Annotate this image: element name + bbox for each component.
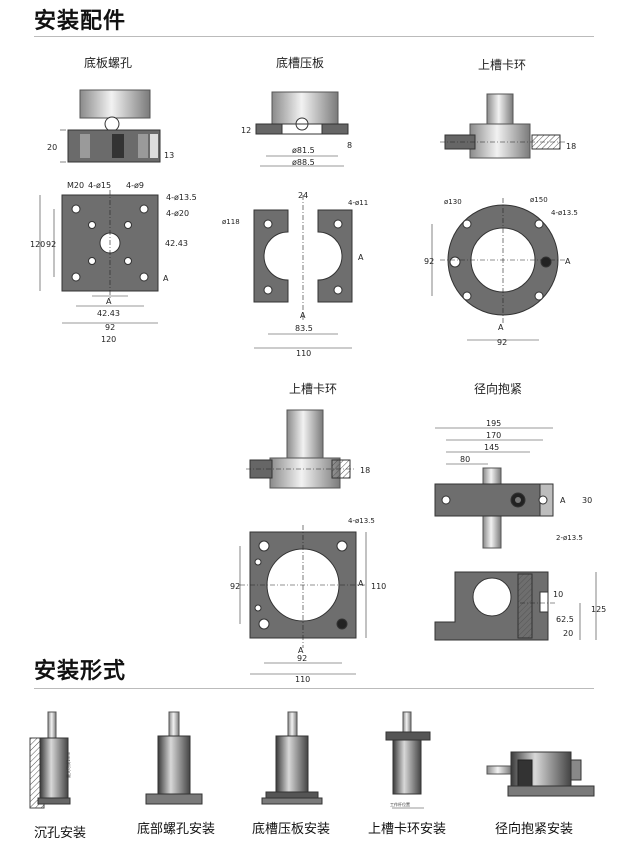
- base-screw-plan-view: M20 4-ø15 4-ø9 4-ø13.5 4-ø20 120 92 42.4…: [30, 181, 197, 344]
- dim-base-r4243: 42.43: [165, 239, 188, 248]
- dim-base-holes9: 4-ø9: [126, 181, 144, 190]
- dim-radial-w145: 145: [484, 443, 499, 452]
- dim-base-holes135: 4-ø13.5: [166, 193, 197, 202]
- dim-groove-d118: ø118: [222, 218, 240, 226]
- dim-base-sec-r: A: [163, 274, 169, 283]
- dim-radial-w170: 170: [486, 431, 501, 440]
- dim-base-h120: 120: [30, 240, 45, 249]
- mount-groove-plate-label: 底槽压板安装: [251, 822, 331, 837]
- dim-radial-w195: 195: [486, 419, 501, 428]
- radial-clamp-label: 径向抱紧: [473, 382, 523, 396]
- dim-base-b120: 120: [101, 335, 116, 344]
- dim-radial-r30: 30: [582, 496, 592, 505]
- dim-groove-top24: 24: [298, 191, 308, 200]
- dim-radial-h10: 10: [553, 590, 563, 599]
- dim-base-side-h: 20: [47, 143, 57, 152]
- mount-clamp-ring-drawing: 工作杆位置: [385, 711, 431, 809]
- dim-clamp-top-d130: ø130: [444, 198, 462, 206]
- dim-clamp-top-sec-r: A: [565, 257, 571, 266]
- dim-groove-sec-r: A: [358, 253, 364, 262]
- dim-base-side-r: 13: [164, 151, 174, 160]
- mount-radial-clamp-drawing: [486, 751, 595, 797]
- groove-plate-label: 底槽压板: [275, 56, 325, 70]
- clamp-ring-top-side-view: 18: [440, 93, 576, 159]
- dim-clamp-mid-b92: 92: [297, 654, 307, 663]
- dim-radial-h20: 20: [563, 629, 573, 638]
- dim-groove-sec-b: A: [300, 311, 306, 320]
- base-screw-label: 底板螺孔: [83, 56, 133, 70]
- dim-groove-d885: ø88.5: [292, 158, 315, 167]
- base-screw-side-view: 20 13: [47, 89, 174, 163]
- clamp-ring-top-plan-view: ø130 ø150 4-ø13.5 92 A A 92: [424, 196, 578, 347]
- dim-radial-w80: 80: [460, 455, 470, 464]
- mounting-title: 安装形式: [34, 659, 127, 684]
- mount-clamp-ring-note: 工作杆位置: [390, 801, 410, 807]
- dim-base-m20: M20: [67, 181, 84, 190]
- dim-clamp-mid-b110: 110: [295, 675, 310, 684]
- dim-groove-b110: 110: [296, 349, 311, 358]
- dim-base-holes20: 4-ø20: [166, 209, 189, 218]
- groove-plate-side-view: 12 8 ø81.5 ø88.5: [241, 91, 352, 167]
- dim-radial-h125: 125: [591, 605, 606, 614]
- mount-radial-clamp-label: 径向抱紧安装: [494, 822, 574, 837]
- clamp-ring-mid-plan-view: 4-ø13.5 92 110 A A 92 110: [230, 517, 386, 684]
- dim-base-holes15: 4-ø15: [88, 181, 111, 190]
- dim-clamp-mid-sec-b: A: [298, 646, 304, 655]
- dim-radial-h625: 62.5: [556, 615, 574, 624]
- mount-clamp-ring-label: 上槽卡环安装: [367, 822, 447, 837]
- dim-clamp-top-sec-b: A: [498, 323, 504, 332]
- accessories-rule: [34, 36, 594, 37]
- mount-counterbore-label: 沉孔安装: [33, 826, 87, 841]
- dim-clamp-mid-h92: 92: [230, 582, 240, 591]
- mount-bottom-screw-drawing: [145, 711, 203, 805]
- dim-clamp-mid-sec-r: A: [358, 579, 364, 588]
- dim-base-b92: 92: [105, 323, 115, 332]
- dim-base-sec-b: A: [106, 297, 112, 306]
- mount-counterbore-note: 最大可调1mm: [65, 752, 71, 778]
- dim-base-b4243: 42.43: [97, 309, 120, 318]
- accessories-title: 安装配件: [34, 9, 127, 34]
- radial-clamp-front-view: 10 125 62.5 20: [434, 571, 606, 641]
- dim-clamp-top-h92: 92: [424, 257, 434, 266]
- dim-clamp-top-holes135: 4-ø13.5: [551, 209, 578, 217]
- dim-radial-sec-r: A: [560, 496, 566, 505]
- dim-clamp-mid-side-r: 18: [360, 466, 370, 475]
- dim-groove-holes11: 4-ø11: [348, 199, 368, 207]
- dim-clamp-mid-holes135: 4-ø13.5: [348, 517, 375, 525]
- dim-base-h92: 92: [46, 240, 56, 249]
- radial-clamp-top-view: 195 170 145 80 A 30 2-ø13.5: [434, 419, 592, 549]
- groove-plate-plan-view: 24 4-ø11 ø118 A A 83.5 110: [222, 191, 368, 358]
- dim-groove-side-h: 12: [241, 126, 251, 135]
- dim-clamp-top-side-r: 18: [566, 142, 576, 151]
- mount-bottom-screw-label: 底部螺孔安装: [136, 822, 216, 837]
- clamp-ring-mid-label: 上槽卡环: [288, 382, 338, 396]
- mount-counterbore-drawing: 最大可调1mm: [29, 711, 71, 809]
- clamp-ring-mid-side-view: 18: [246, 409, 370, 489]
- dim-radial-holes135: 2-ø13.5: [556, 534, 583, 542]
- clamp-ring-top-label: 上槽卡环: [477, 58, 527, 72]
- mounting-rule: [34, 688, 594, 689]
- mount-groove-plate-drawing: [261, 711, 323, 805]
- dim-clamp-mid-r110: 110: [371, 582, 386, 591]
- dim-groove-d815: ø81.5: [292, 146, 315, 155]
- dim-clamp-top-d150: ø150: [530, 196, 548, 204]
- dim-groove-side-r: 8: [347, 141, 352, 150]
- dim-clamp-top-b92: 92: [497, 338, 507, 347]
- dim-groove-b835: 83.5: [295, 324, 313, 333]
